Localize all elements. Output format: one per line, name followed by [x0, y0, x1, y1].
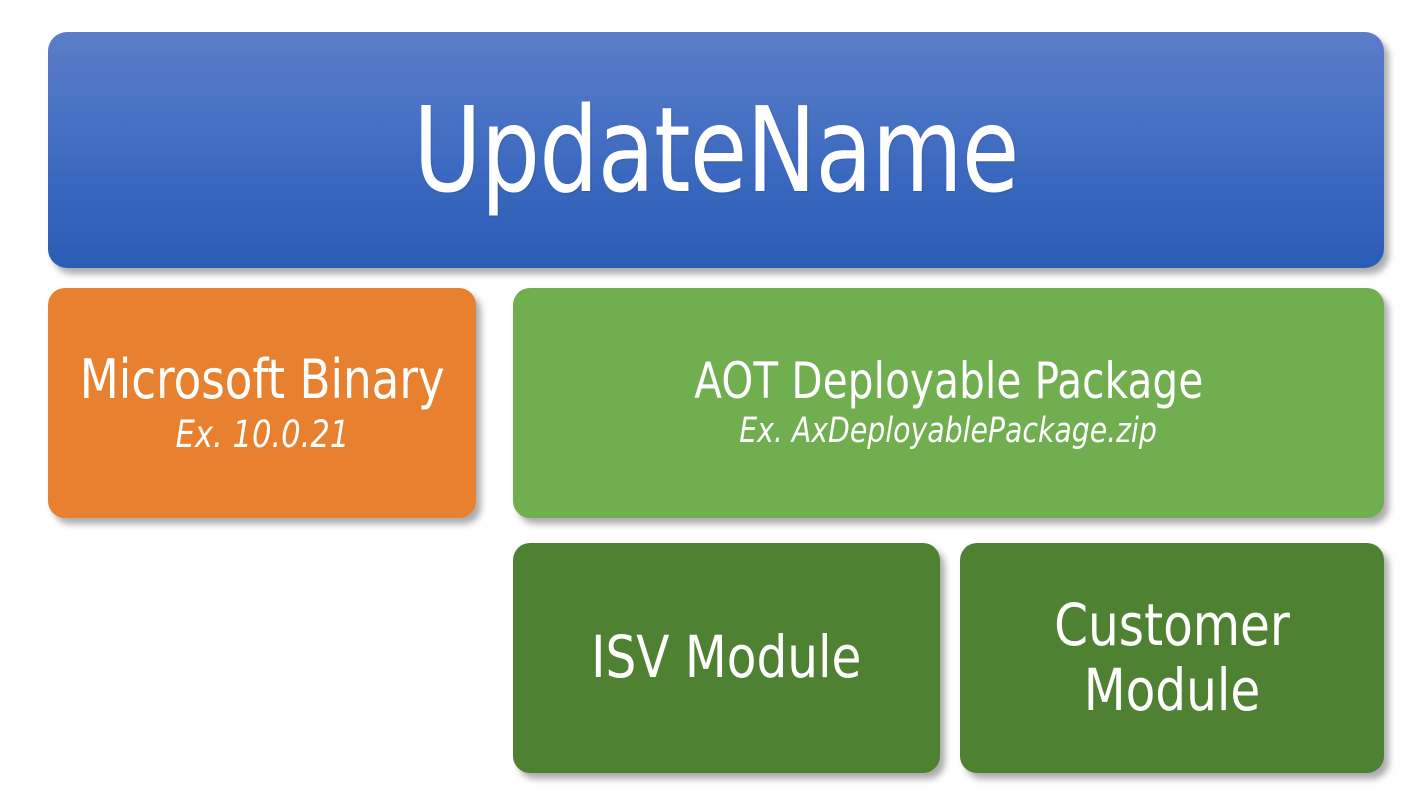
node-update-name-title: UpdateName: [413, 80, 1019, 219]
node-aot-deployable-package-label: AOT Deployable Package: [693, 352, 1204, 411]
node-isv-module[interactable]: ISV Module: [513, 543, 940, 773]
node-aot-deployable-package-example: Ex. AxDeployablePackage.zip: [739, 411, 1158, 452]
node-microsoft-binary-example: Ex. 10.0.21: [175, 413, 349, 457]
node-aot-deployable-package[interactable]: AOT Deployable Package Ex. AxDeployableP…: [513, 288, 1384, 518]
node-isv-module-label: ISV Module: [591, 623, 862, 692]
node-update-name[interactable]: UpdateName: [48, 32, 1384, 268]
node-microsoft-binary[interactable]: Microsoft Binary Ex. 10.0.21: [48, 288, 476, 518]
node-customer-module[interactable]: Customer Module: [960, 543, 1384, 773]
node-microsoft-binary-label: Microsoft Binary: [79, 347, 445, 411]
node-customer-module-label: Customer Module: [1054, 591, 1290, 724]
